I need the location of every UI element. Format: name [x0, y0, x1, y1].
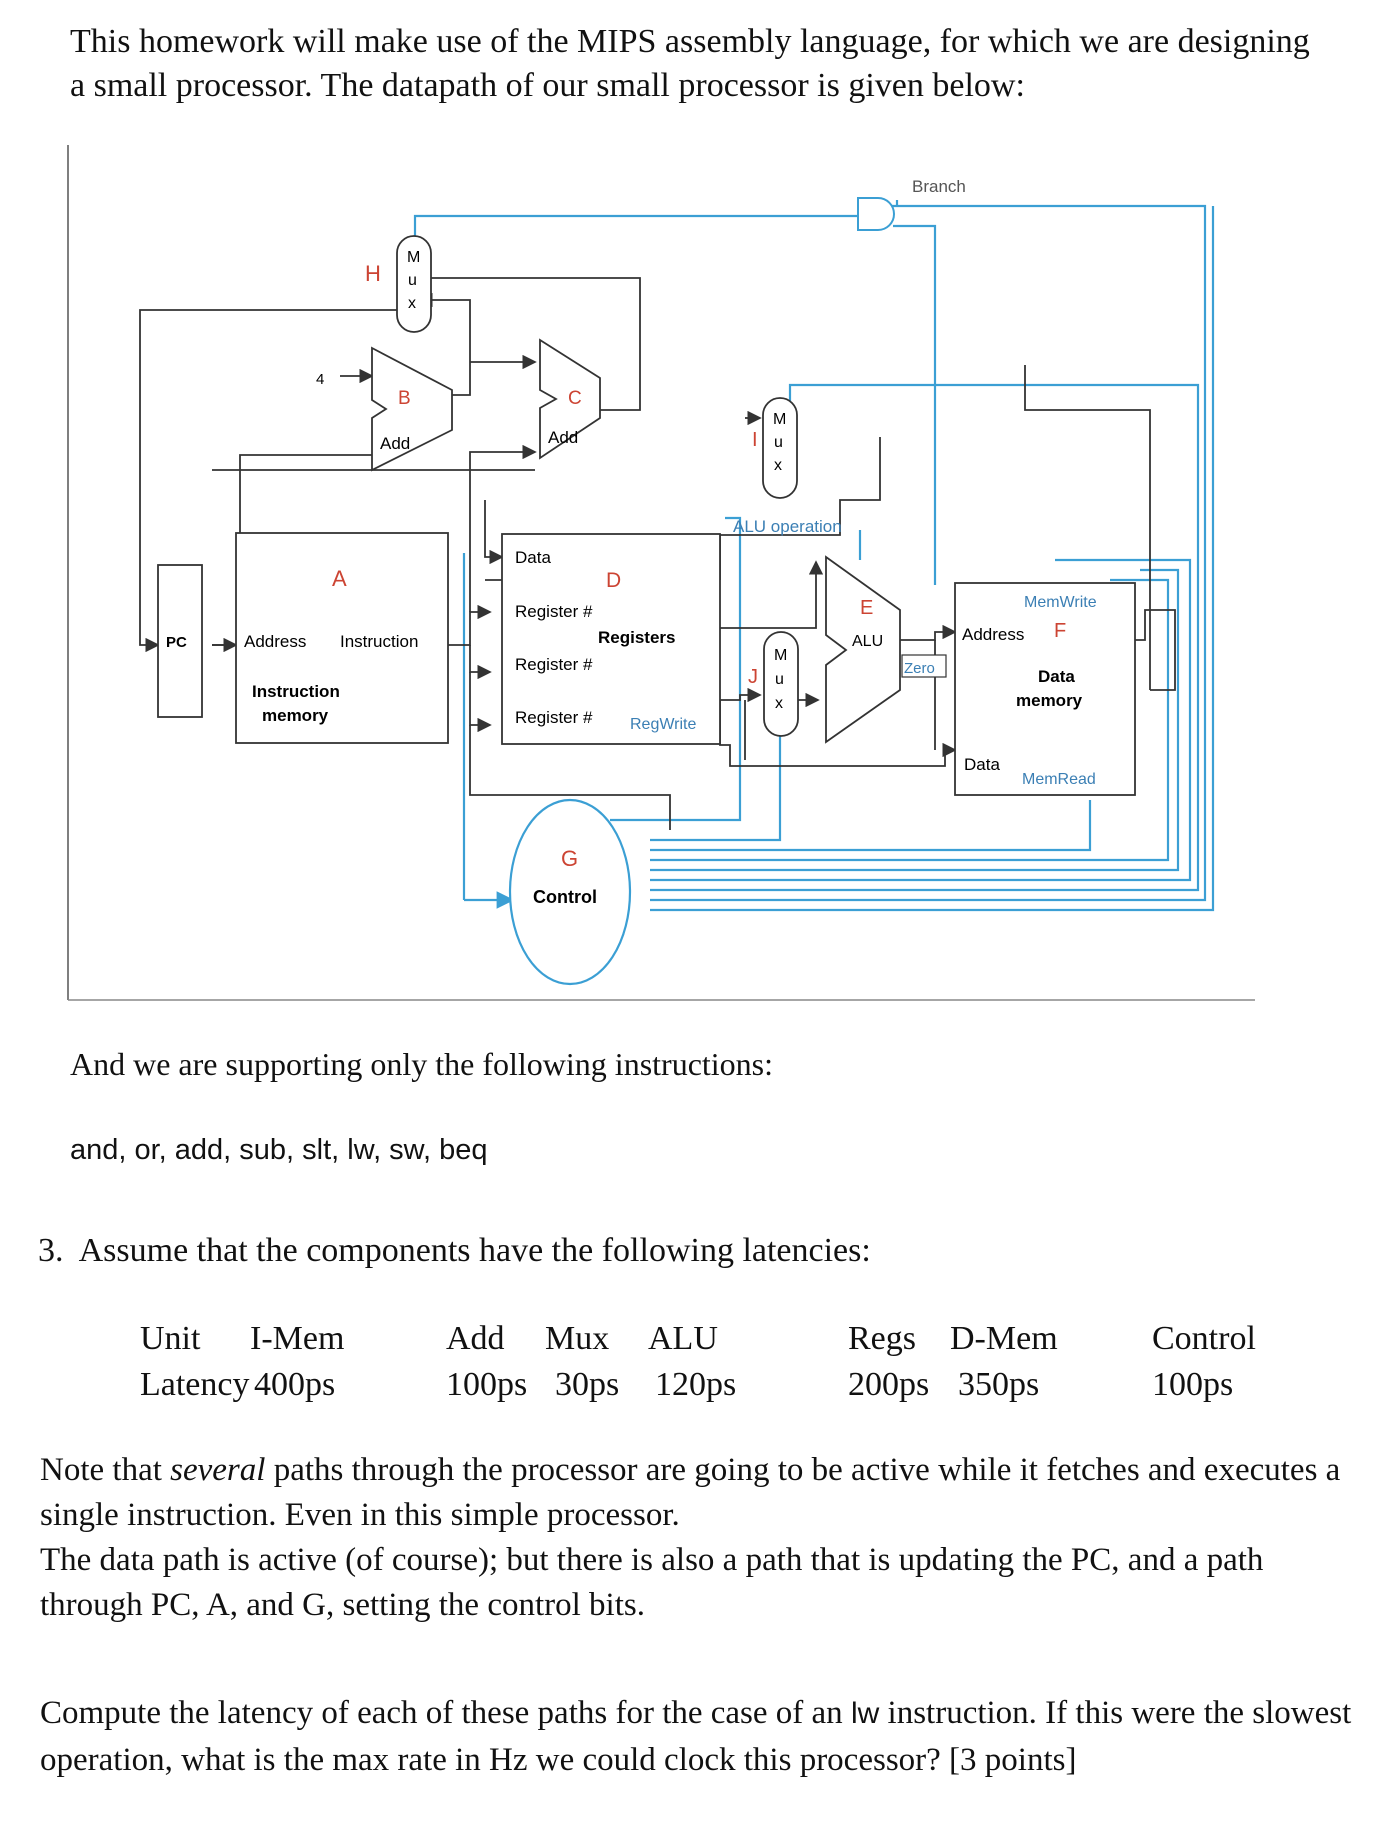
latency-label: Latency [140, 1366, 250, 1403]
supporting-line: And we are supporting only the following… [70, 1046, 774, 1082]
adder-c-label: Add [548, 428, 578, 447]
mux-h-m: M [407, 249, 420, 266]
alu-block [825, 555, 901, 744]
mux-j-m: M [774, 647, 787, 664]
instr-output-label: Instruction [340, 632, 418, 651]
label-a: A [332, 566, 347, 591]
data-mem-title-2: memory [1016, 691, 1083, 710]
mux-i-x: x [774, 457, 782, 474]
control-lines [404, 200, 1215, 912]
label-j: J [748, 666, 758, 688]
instr-mem-title-1: Instruction [252, 682, 340, 701]
memwrite-label: MemWrite [1024, 594, 1097, 611]
mux-i-m: M [773, 411, 786, 428]
pc-mux [396, 235, 432, 333]
pc-label: PC [166, 634, 187, 651]
memread-label: MemRead [1022, 771, 1096, 788]
label-four: 4 [316, 371, 324, 388]
intro-paragraph: This homework will make use of the MIPS … [70, 23, 1310, 104]
zero-box [901, 654, 947, 678]
unit-mux: Mux [545, 1320, 610, 1357]
compute-a: Compute the latency of each of these pat… [40, 1695, 851, 1731]
label-e: E [860, 597, 873, 619]
data-address-label: Address [962, 625, 1024, 644]
branch-adder [539, 338, 601, 460]
regwrite-label: RegWrite [630, 716, 696, 733]
unit-dmem: D-Mem [950, 1320, 1058, 1357]
branch-label: Branch [912, 177, 966, 196]
instruction-memory-block [235, 532, 449, 744]
reg-num-3: Register # [515, 708, 593, 727]
label-i: I [752, 429, 758, 451]
branch-and-gate [857, 197, 895, 231]
latency-dmem: 350ps [958, 1366, 1040, 1403]
pc-register [157, 564, 203, 718]
alu-operation-label: ALU operation [733, 517, 842, 536]
unit-label: Unit [140, 1320, 201, 1357]
alu-src-mux [763, 631, 799, 737]
label-c: C [568, 388, 582, 409]
latency-alu: 120ps [655, 1366, 737, 1403]
unit-imem: I-Mem [250, 1320, 345, 1357]
registers-label: Registers [598, 628, 675, 647]
adder-b-label: Add [380, 434, 410, 453]
instr-mem-title-2: memory [262, 706, 329, 725]
pc-adder [371, 346, 453, 472]
mux-h-u: u [408, 272, 417, 289]
label-d: D [606, 569, 621, 592]
reg-num-2: Register # [515, 655, 593, 674]
data-mem-title-1: Data [1038, 667, 1075, 686]
data-memory-block [954, 582, 1136, 796]
label-g: G [561, 846, 578, 871]
unit-regs: Regs [848, 1320, 916, 1357]
latency-add: 100ps [446, 1366, 528, 1403]
question-3: 3. Assume that the components have the f… [38, 1232, 871, 1270]
register-file-block [501, 533, 721, 745]
alu-label: ALU [852, 633, 883, 650]
unit-add: Add [446, 1320, 505, 1357]
datapath-diagram: Branch M u x H 4 B Add C Add M u x I ALU… [67, 145, 1255, 1001]
alu-op-mux [762, 397, 798, 499]
mux-j-u: u [775, 671, 784, 688]
unit-alu: ALU [648, 1320, 718, 1357]
instruction-list: and, or, add, sub, slt, lw, sw, beq [70, 1134, 488, 1166]
label-f: F [1054, 620, 1066, 642]
zero-label: Zero [904, 660, 935, 677]
mux-h-x: x [408, 295, 416, 312]
mux-i-u: u [774, 434, 783, 451]
latency-control: 100ps [1152, 1366, 1234, 1403]
note-p2: The data path is active (of course); but… [40, 1542, 1264, 1623]
reg-data-label: Data [515, 548, 551, 567]
note-emphasis: several [170, 1452, 266, 1488]
compute-paragraph: Compute the latency of each of these pat… [40, 1690, 1370, 1784]
latency-imem: 400ps [254, 1366, 336, 1403]
note-p1-b: paths through the processor are going to… [40, 1452, 1341, 1533]
reg-num-1: Register # [515, 602, 593, 621]
compute-code: lw [850, 1697, 880, 1730]
instr-address-label: Address [244, 632, 306, 651]
latency-mux: 30ps [555, 1366, 620, 1403]
compute-b: instruction. If this were the slowest op… [40, 1695, 1352, 1778]
latency-regs: 200ps [848, 1366, 930, 1403]
label-h: H [365, 261, 381, 286]
note-p1-a: Note that [40, 1452, 171, 1488]
note-paragraph: Note that several paths through the proc… [40, 1448, 1370, 1628]
question-number: 3. [38, 1232, 64, 1269]
label-b: B [398, 388, 411, 409]
mux-j-x: x [775, 695, 783, 712]
question-text: Assume that the components have the foll… [78, 1232, 871, 1269]
unit-control: Control [1152, 1320, 1256, 1357]
control-unit [508, 798, 632, 986]
data-in-label: Data [964, 755, 1000, 774]
control-label: Control [533, 887, 597, 907]
